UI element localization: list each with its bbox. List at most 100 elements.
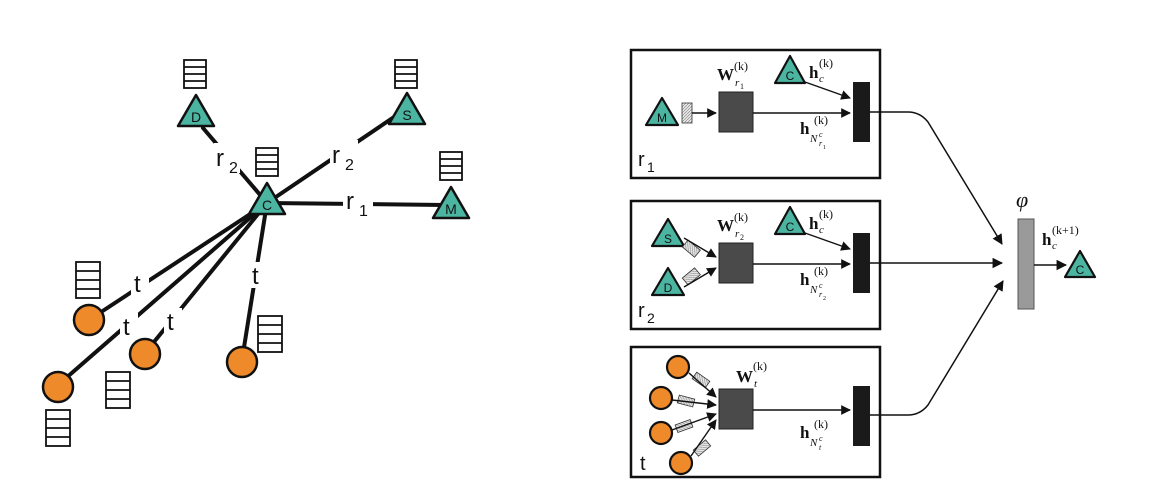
svg-text:φ: φ [1016,187,1028,212]
svg-text:t: t [640,453,646,475]
svg-text:r: r [819,290,823,299]
edge-label-c-s: r 2 [330,140,358,174]
svg-text:W: W [736,367,753,386]
panel-t-circle-4 [668,450,694,476]
svg-text:h: h [809,63,819,82]
panel-t-circle-3 [648,420,674,446]
panel-t: t W [629,345,882,479]
panel-r2-feature-chip-d [681,267,701,286]
edge-c-o2 [56,201,269,387]
panel-t-feature-chip-1 [691,371,711,389]
svg-text:t: t [819,443,822,452]
panel-r2-input-node-s: S [650,217,686,248]
output-label: h c (k+1) [1042,223,1079,252]
panel-r2-concat-bar [853,233,870,293]
heterogeneous-graph: r 2 r 2 r 1 t t t t [41,59,471,447]
panel-r1-self-node-c: C [773,54,807,85]
feature-icon-o3 [105,371,131,409]
node-m: M [431,185,471,220]
svg-text:(k): (k) [814,264,828,278]
svg-text:c: c [819,224,824,236]
svg-text:h: h [809,214,819,233]
feature-icon-s [394,59,418,89]
edge-label-t2: t [120,313,138,341]
node-circle-1 [72,303,106,337]
svg-text:c: c [819,281,823,290]
panel-t-weight-label: W t (k) [736,359,767,390]
svg-text:c: c [819,73,824,85]
svg-text:N: N [809,437,818,449]
panel-t-concat-bar [853,386,870,446]
panel-r1-weight-block [718,91,754,133]
svg-text:(k): (k) [819,207,833,221]
svg-text:D: D [664,281,673,295]
svg-text:2: 2 [740,233,744,242]
svg-text:r: r [735,228,740,240]
svg-text:c: c [1052,240,1057,252]
panel-r2-self-node-c: C [773,205,807,236]
svg-text:S: S [402,107,411,123]
svg-text:(k): (k) [814,417,828,431]
panel-r1-feature-chip [681,102,693,124]
feature-icon-o1 [75,261,101,299]
svg-text:t: t [167,309,174,336]
svg-text:r: r [332,142,340,169]
node-d: D [176,93,216,128]
svg-text:1: 1 [740,82,744,91]
edge-c-o1 [90,201,269,320]
svg-text:h: h [800,270,810,289]
feature-icon-o2 [45,409,71,447]
node-c: C [247,181,287,216]
panel-t-circle-2 [648,385,674,411]
panel-r2-weight-block [718,242,754,284]
feature-icon-m [439,151,463,181]
edge-label-c-d: r 2 [214,143,240,177]
panel-r2-weight-label: W r 2 (k) [717,210,748,242]
output-node-c: C [1063,249,1097,279]
svg-text:C: C [786,69,795,83]
svg-text:M: M [657,111,667,125]
feature-icon-d [183,59,207,89]
feature-icon-o4 [257,315,283,353]
svg-text:t: t [134,271,141,298]
panel-r1-weight-label: W r 1 (k) [717,59,748,91]
svg-text:c: c [819,434,823,443]
node-circle-2 [41,370,75,404]
edge-label-t3: t [164,308,182,336]
svg-text:2: 2 [647,310,655,326]
svg-text:C: C [786,220,795,234]
svg-text:1: 1 [359,203,368,220]
svg-text:r: r [819,139,823,148]
svg-text:W: W [717,65,734,84]
svg-text:(k+1): (k+1) [1052,223,1079,237]
svg-text:1: 1 [647,159,655,175]
svg-text:r: r [735,77,740,89]
feature-icon-c [255,147,279,177]
svg-text:t: t [754,378,758,390]
edge-label-c-m: r 1 [343,186,373,220]
svg-text:S: S [664,232,672,246]
svg-text:r: r [638,149,645,171]
svg-text:(k): (k) [734,210,748,224]
edge-label-t4: t [249,262,267,290]
svg-text:W: W [717,216,734,235]
svg-text:N: N [809,284,818,296]
panel-t-neigh-label: h (k) N c t [800,417,828,452]
panel-t-weight-block [718,388,754,430]
svg-text:t: t [123,314,130,341]
edge-label-t1: t [131,270,149,298]
panel-r2-feature-chip-s [681,239,701,258]
svg-text:1: 1 [823,145,826,151]
svg-text:2: 2 [345,157,354,174]
svg-text:h: h [800,423,810,442]
panel-r1-input-node-m: M [644,96,680,127]
svg-text:C: C [262,197,272,213]
aggregator-phi: φ [1016,187,1035,310]
aggregation-pipeline: r 1 M W r 1 (k) C h c [629,48,1097,479]
panel-r2-input-node-d: D [650,266,686,297]
panel-r2-neigh-label: h (k) N c r 2 [800,264,828,302]
svg-text:h: h [1042,230,1052,249]
panel-r1-self-label: h c (k) [809,56,833,85]
panel-r2: r 2 S D W r 2 (k) [629,199,882,331]
